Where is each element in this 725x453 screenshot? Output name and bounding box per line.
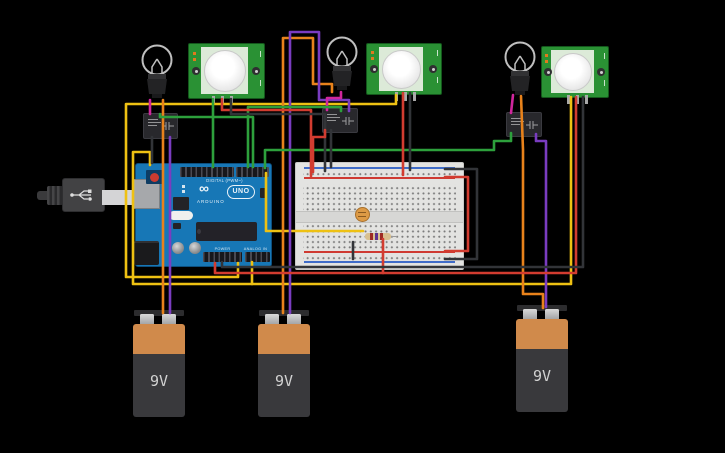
- wire-relay3-green[interactable]: [263, 131, 513, 170]
- pir-sensor-1[interactable]: [188, 43, 265, 105]
- usb-cable-tip: [37, 191, 48, 200]
- wire-pir2-signal-yellow[interactable]: [124, 93, 398, 279]
- analog-header[interactable]: [245, 252, 270, 262]
- pir-sensor-3[interactable]: [541, 46, 609, 104]
- wire-battery2-orange[interactable]: [281, 36, 334, 315]
- rx-led: [182, 190, 185, 193]
- voltage-regulator: [173, 197, 189, 210]
- relay-2[interactable]: [322, 108, 358, 133]
- pir-screw-left: [544, 68, 552, 76]
- top-rail-negative-line: [304, 167, 455, 169]
- bottom-rail-holes[interactable]: [303, 254, 456, 260]
- tx-led: [182, 185, 185, 188]
- relay-schematic-icon: [526, 121, 538, 129]
- arduino-uno-board[interactable]: DIGITAL (PWM~) ∞ UNO ARDUINO POWER ANALO…: [132, 163, 272, 267]
- bulb-icon: [504, 41, 536, 95]
- icsp-header: [260, 188, 267, 198]
- reset-button-cap: [150, 172, 159, 182]
- battery-terminal-positive[interactable]: [265, 314, 279, 325]
- digital-header-left[interactable]: [180, 167, 234, 177]
- power-header[interactable]: [203, 252, 242, 262]
- top-rail-holes[interactable]: [303, 170, 456, 176]
- small-component: [173, 223, 181, 229]
- pir-pot-dot: [545, 54, 548, 57]
- pir-pot-dot: [371, 51, 374, 54]
- breadboard[interactable]: [295, 162, 464, 270]
- bottom-rail-negative-line: [304, 261, 455, 263]
- light-bulb-2[interactable]: [320, 36, 364, 92]
- pir-screw-left: [370, 65, 378, 73]
- wire-pir3-red-5v[interactable]: [213, 95, 578, 275]
- wire-ldr-yellow[interactable]: [264, 171, 365, 233]
- relay-schematic-icon: [342, 117, 354, 125]
- battery-terminal-negative[interactable]: [287, 314, 301, 325]
- reset-button[interactable]: [146, 170, 163, 184]
- uno-model-label: UNO: [227, 185, 255, 199]
- digital-header-right[interactable]: [236, 167, 269, 177]
- pir-screw-left: [192, 67, 200, 75]
- arduino-infinity-logo: ∞: [199, 180, 209, 196]
- bottom-rail-positive-line: [304, 251, 455, 253]
- power-label: POWER: [214, 247, 231, 251]
- battery-terminal-negative[interactable]: [545, 309, 559, 320]
- wire-relay3-purple[interactable]: [534, 132, 548, 309]
- usb-trident-icon: [70, 189, 92, 201]
- pir-dome: [554, 53, 592, 91]
- wire-rail-black-wrap[interactable]: [443, 167, 479, 261]
- wire-bulb2-magenta[interactable]: [325, 90, 343, 112]
- wire-relay2-green[interactable]: [246, 105, 343, 169]
- crystal-oscillator: [169, 211, 193, 220]
- wire-relay1-green[interactable]: [158, 112, 255, 169]
- capacitor: [189, 242, 201, 254]
- battery-body: [133, 324, 185, 417]
- wire-battery2-purple[interactable]: [288, 30, 351, 315]
- battery-body: [258, 324, 310, 417]
- pir-dome: [382, 50, 421, 89]
- wire-pir3-signal-yellow[interactable]: [131, 95, 573, 286]
- pir-screw-right: [597, 68, 605, 76]
- usb-plug[interactable]: [62, 178, 105, 212]
- digital-label: DIGITAL (PWM~): [206, 178, 243, 183]
- battery-terminal-negative[interactable]: [162, 314, 176, 325]
- battery-9v-1[interactable]: 9V: [133, 310, 185, 417]
- battery-cap: [134, 310, 184, 316]
- atmega-chip: [196, 222, 257, 241]
- wire-bulb3-magenta[interactable]: [509, 93, 515, 115]
- pir-pot-dot: [193, 58, 196, 61]
- battery-9v-3[interactable]: 9V: [516, 305, 568, 412]
- pir-screw-right: [429, 65, 437, 73]
- pir-pot-dot: [371, 57, 374, 60]
- usb-cable-strain-relief: [47, 186, 63, 205]
- power-jack: [134, 241, 159, 265]
- capacitor: [172, 242, 184, 254]
- bulb-icon: [326, 36, 358, 90]
- battery-voltage-label: 9V: [274, 372, 294, 390]
- pir-pot-dot: [193, 52, 196, 55]
- wire-rail-red-wrap[interactable]: [443, 175, 470, 253]
- pir-screw-right: [252, 67, 260, 75]
- pir-pot-dot: [545, 60, 548, 63]
- bulb-icon: [141, 44, 173, 98]
- wire-pir1-black[interactable]: [229, 97, 327, 173]
- battery-body: [516, 319, 568, 412]
- arduino-brand-label: ARDUINO: [197, 199, 225, 204]
- wire-bulb3-orange[interactable]: [519, 94, 545, 310]
- analog-label: ANALOG IN: [243, 247, 268, 251]
- light-bulb-1[interactable]: [135, 44, 179, 100]
- wire-pir1-red[interactable]: [220, 97, 313, 178]
- light-bulb-3[interactable]: [498, 41, 542, 97]
- wire-relay2-red[interactable]: [311, 128, 327, 174]
- battery-voltage-label: 9V: [149, 372, 169, 390]
- photoresistor[interactable]: [355, 207, 370, 222]
- top-rail-positive-line: [304, 177, 455, 179]
- battery-terminal-positive[interactable]: [140, 314, 154, 325]
- resistor[interactable]: [365, 233, 397, 240]
- wire-pir3-black-gnd[interactable]: [220, 95, 585, 269]
- pir-dome: [204, 50, 246, 92]
- battery-voltage-label: 9V: [532, 367, 552, 385]
- terminal-bank-top[interactable]: [303, 184, 456, 211]
- battery-terminal-positive[interactable]: [523, 309, 537, 320]
- pir-pins[interactable]: [567, 95, 588, 104]
